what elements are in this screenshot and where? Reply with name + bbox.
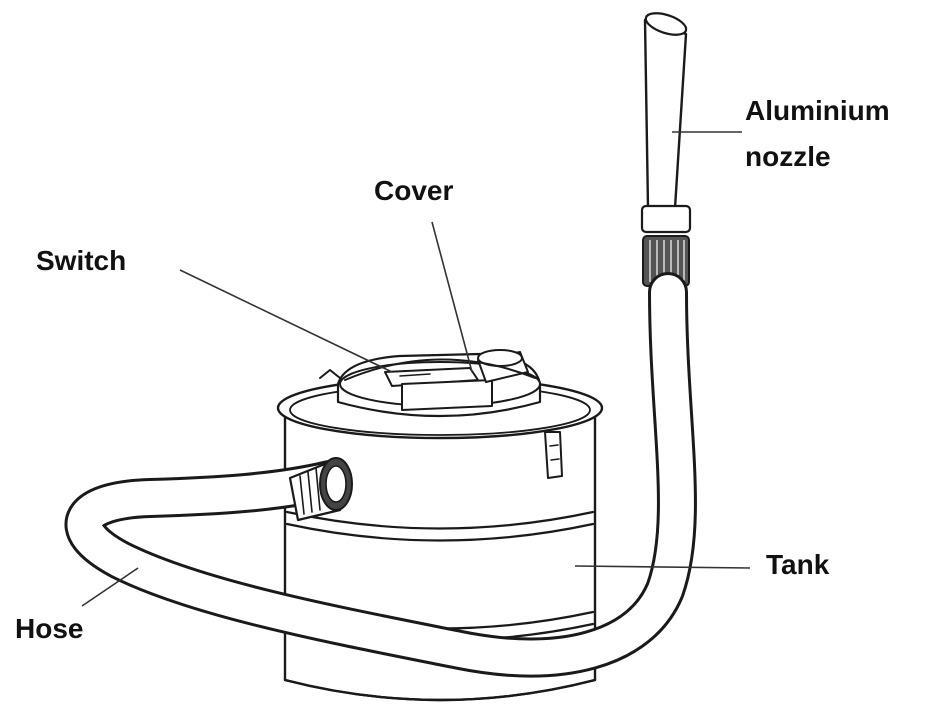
switch-leader <box>179 269 393 373</box>
hose <box>64 272 697 678</box>
label-hose: Hose <box>15 613 83 644</box>
label-tank: Tank <box>766 549 830 580</box>
aluminium-nozzle <box>640 12 692 287</box>
cover-leader <box>431 221 473 373</box>
label-aluminium-nozzle-line2: nozzle <box>745 141 831 172</box>
hose-leader <box>81 567 139 607</box>
leader-lines <box>81 131 751 607</box>
tank-leader <box>574 565 751 569</box>
label-switch: Switch <box>36 245 126 276</box>
label-aluminium-nozzle-line1: Aluminium <box>745 95 890 126</box>
label-cover: Cover <box>374 175 453 206</box>
